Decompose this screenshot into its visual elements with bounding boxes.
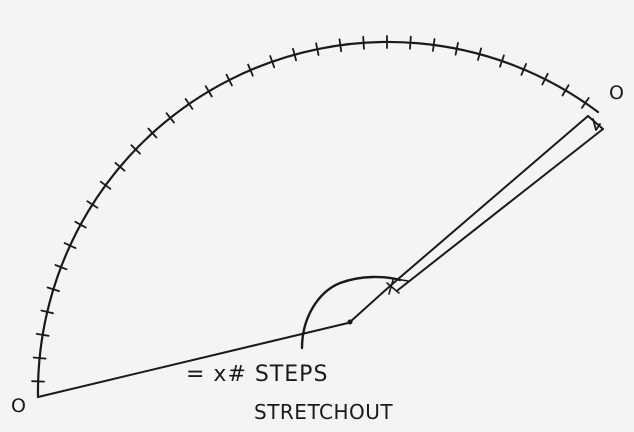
strip-upper-edge [389, 115, 589, 287]
angle-crossing-mark [386, 278, 409, 295]
step-tick [409, 35, 412, 50]
step-tick [114, 161, 126, 172]
stretchout-note: STRETCHOUT [254, 400, 394, 424]
step-tick [581, 97, 590, 109]
stretchout-arc [36, 40, 600, 399]
step-tick [292, 48, 298, 62]
strip-end-mark [592, 118, 601, 131]
strip-end-cap [587, 115, 604, 130]
step-tick [315, 42, 320, 56]
step-tick [520, 63, 527, 76]
step-tick [40, 309, 54, 315]
left-radius-line [37, 322, 349, 398]
step-tick [74, 220, 87, 229]
step-tick [165, 112, 175, 124]
step-tick [46, 286, 60, 293]
step-tick [499, 54, 505, 68]
step-tick [454, 42, 459, 56]
step-tick [184, 98, 194, 110]
step-tick [541, 72, 549, 86]
step-tick [86, 200, 99, 209]
step-tick [99, 180, 112, 190]
step-tick [338, 38, 343, 53]
step-tick [63, 242, 77, 250]
step-tick [362, 35, 365, 50]
strip-lower-edge [397, 128, 604, 291]
step-tick [35, 332, 50, 337]
step-tick [147, 127, 158, 139]
step-tick [32, 356, 47, 360]
step-tick-marks [31, 35, 590, 383]
hub-connector [349, 285, 391, 323]
step-tick [561, 84, 570, 97]
step-tick [269, 55, 276, 69]
step-tick [225, 73, 233, 87]
step-tick [477, 47, 483, 61]
step-tick [130, 144, 141, 155]
left-endpoint-label: O [11, 395, 26, 417]
step-tick [204, 85, 213, 98]
steps-note: = x# STEPS [186, 362, 329, 387]
angle-arc [300, 275, 402, 350]
step-tick [54, 264, 68, 271]
right-endpoint-label: O [609, 82, 624, 104]
step-tick [247, 63, 254, 77]
step-tick [431, 38, 436, 52]
